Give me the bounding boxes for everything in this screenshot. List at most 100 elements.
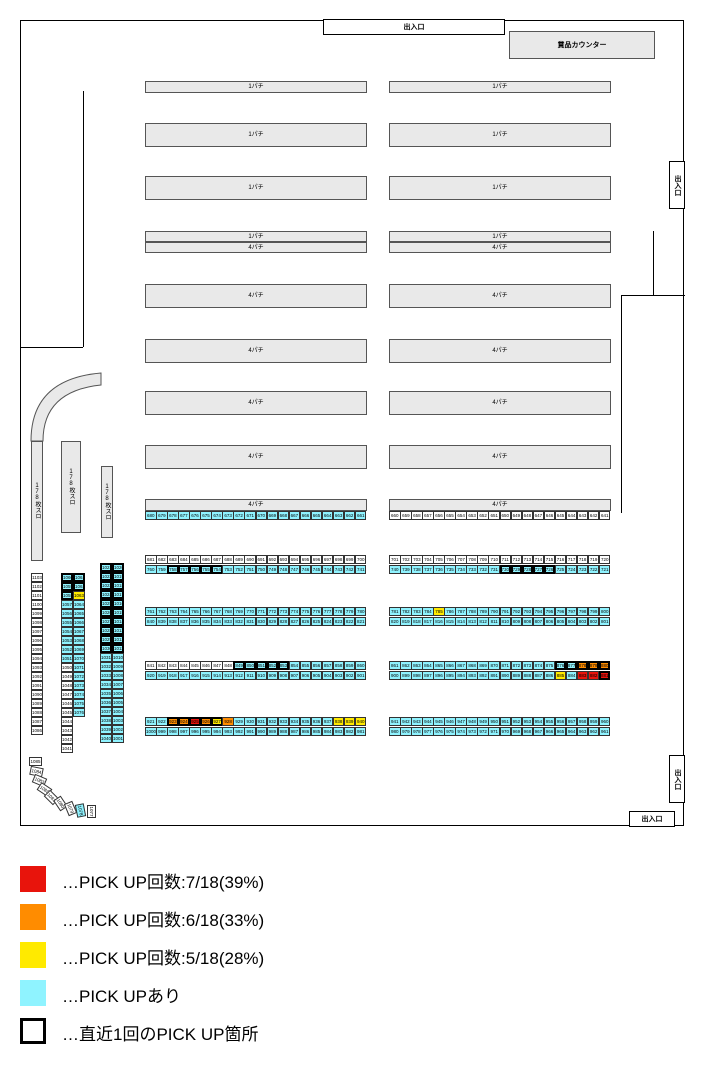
machine-1093[interactable]: 1093 bbox=[31, 663, 43, 672]
machine-906[interactable]: 906 bbox=[299, 671, 312, 680]
exit-right-upper[interactable]: 出入口 bbox=[669, 161, 685, 209]
machine-932[interactable]: 932 bbox=[266, 717, 279, 726]
machine-822[interactable]: 822 bbox=[343, 617, 356, 626]
machine-960[interactable]: 960 bbox=[598, 717, 611, 726]
machine-857[interactable]: 857 bbox=[321, 661, 334, 670]
machine-803[interactable]: 803 bbox=[576, 617, 589, 626]
machine-650[interactable]: 650 bbox=[499, 511, 512, 520]
machine-910[interactable]: 910 bbox=[255, 671, 268, 680]
machine-972[interactable]: 972 bbox=[477, 727, 489, 736]
machine-679[interactable]: 679 bbox=[156, 511, 168, 520]
machine-763[interactable]: 763 bbox=[167, 607, 179, 616]
machine-682[interactable]: 682 bbox=[156, 555, 168, 564]
machine-749[interactable]: 749 bbox=[266, 565, 279, 574]
machine-703[interactable]: 703 bbox=[411, 555, 423, 564]
machine-716[interactable]: 716 bbox=[554, 555, 567, 564]
machine-1088[interactable]: 1088 bbox=[31, 708, 43, 717]
island-4pachi-l7[interactable]: 4パチ bbox=[145, 391, 367, 415]
machine-956[interactable]: 956 bbox=[554, 717, 567, 726]
machine-812[interactable]: 812 bbox=[477, 617, 489, 626]
machine-691[interactable]: 691 bbox=[255, 555, 268, 564]
machine-1064[interactable]: 1064 bbox=[73, 600, 85, 609]
machine-832[interactable]: 832 bbox=[233, 617, 245, 626]
machine-940[interactable]: 940 bbox=[354, 717, 367, 726]
machine-1013[interactable]: 1013 bbox=[112, 626, 124, 635]
machine-710[interactable]: 710 bbox=[488, 555, 500, 564]
machine-890[interactable]: 890 bbox=[499, 671, 512, 680]
machine-868[interactable]: 868 bbox=[466, 661, 478, 670]
machine-1014[interactable]: 1014 bbox=[112, 617, 124, 626]
machine-1049[interactable]: 1049 bbox=[61, 672, 73, 681]
machine-758[interactable]: 758 bbox=[167, 565, 179, 574]
machine-1075[interactable]: 1075 bbox=[73, 699, 85, 708]
machine-779[interactable]: 779 bbox=[343, 607, 356, 616]
machine-877[interactable]: 877 bbox=[565, 661, 578, 670]
machine-935[interactable]: 935 bbox=[299, 717, 312, 726]
machine-646[interactable]: 646 bbox=[543, 511, 556, 520]
machine-752[interactable]: 752 bbox=[233, 565, 245, 574]
machine-848[interactable]: 848 bbox=[222, 661, 234, 670]
machine-985[interactable]: 985 bbox=[310, 727, 323, 736]
machine-751[interactable]: 751 bbox=[244, 565, 256, 574]
machine-1045[interactable]: 1045 bbox=[61, 708, 73, 717]
machine-920[interactable]: 920 bbox=[145, 671, 157, 680]
machine-745[interactable]: 745 bbox=[310, 565, 323, 574]
machine-791[interactable]: 791 bbox=[499, 607, 512, 616]
machine-840[interactable]: 840 bbox=[145, 617, 157, 626]
machine-814[interactable]: 814 bbox=[455, 617, 467, 626]
machine-1065[interactable]: 1065 bbox=[73, 609, 85, 618]
machine-707[interactable]: 707 bbox=[455, 555, 467, 564]
machine-1042[interactable]: 1042 bbox=[61, 735, 73, 744]
machine-657[interactable]: 657 bbox=[422, 511, 434, 520]
machine-793[interactable]: 793 bbox=[521, 607, 534, 616]
machine-764[interactable]: 764 bbox=[178, 607, 190, 616]
machine-831[interactable]: 831 bbox=[244, 617, 256, 626]
machine-914[interactable]: 914 bbox=[211, 671, 223, 680]
machine-893[interactable]: 893 bbox=[466, 671, 478, 680]
machine-790[interactable]: 790 bbox=[488, 607, 500, 616]
machine-821[interactable]: 821 bbox=[354, 617, 367, 626]
machine-981[interactable]: 981 bbox=[354, 727, 367, 736]
machine-669[interactable]: 669 bbox=[266, 511, 279, 520]
island-4pachi-r8[interactable]: 4パチ bbox=[389, 445, 611, 469]
machine-642[interactable]: 642 bbox=[587, 511, 600, 520]
machine-998[interactable]: 998 bbox=[167, 727, 179, 736]
machine-1043[interactable]: 1043 bbox=[61, 726, 73, 735]
machine-933[interactable]: 933 bbox=[277, 717, 290, 726]
machine-747[interactable]: 747 bbox=[288, 565, 301, 574]
machine-712[interactable]: 712 bbox=[510, 555, 523, 564]
machine-978[interactable]: 978 bbox=[411, 727, 423, 736]
machine-1030[interactable]: 1030 bbox=[100, 644, 112, 653]
machine-742[interactable]: 742 bbox=[343, 565, 356, 574]
machine-892[interactable]: 892 bbox=[477, 671, 489, 680]
machine-909[interactable]: 909 bbox=[266, 671, 279, 680]
machine-806[interactable]: 806 bbox=[543, 617, 556, 626]
machine-922[interactable]: 922 bbox=[156, 717, 168, 726]
machine-801[interactable]: 801 bbox=[598, 617, 611, 626]
machine-1025[interactable]: 1025 bbox=[100, 599, 112, 608]
machine-937[interactable]: 937 bbox=[321, 717, 334, 726]
machine-886[interactable]: 886 bbox=[543, 671, 556, 680]
machine-943[interactable]: 943 bbox=[411, 717, 423, 726]
machine-955[interactable]: 955 bbox=[543, 717, 556, 726]
machine-964[interactable]: 964 bbox=[565, 727, 578, 736]
machine-1089[interactable]: 1089 bbox=[31, 699, 43, 708]
machine-919[interactable]: 919 bbox=[156, 671, 168, 680]
machine-846[interactable]: 846 bbox=[200, 661, 212, 670]
machine-1062[interactable]: 1062 bbox=[73, 582, 85, 591]
machine-713[interactable]: 713 bbox=[521, 555, 534, 564]
machine-852[interactable]: 852 bbox=[266, 661, 279, 670]
machine-717[interactable]: 717 bbox=[565, 555, 578, 564]
island-1pachi-r4[interactable]: 1パチ bbox=[389, 231, 611, 242]
machine-862[interactable]: 862 bbox=[400, 661, 412, 670]
machine-726[interactable]: 726 bbox=[543, 565, 556, 574]
machine-1016[interactable]: 1016 bbox=[112, 599, 124, 608]
machine-901[interactable]: 901 bbox=[354, 671, 367, 680]
machine-736[interactable]: 736 bbox=[433, 565, 445, 574]
machine-808[interactable]: 808 bbox=[521, 617, 534, 626]
machine-658[interactable]: 658 bbox=[411, 511, 423, 520]
machine-953[interactable]: 953 bbox=[521, 717, 534, 726]
machine-1005[interactable]: 1005 bbox=[112, 698, 124, 707]
machine-807[interactable]: 807 bbox=[532, 617, 545, 626]
machine-913[interactable]: 913 bbox=[222, 671, 234, 680]
